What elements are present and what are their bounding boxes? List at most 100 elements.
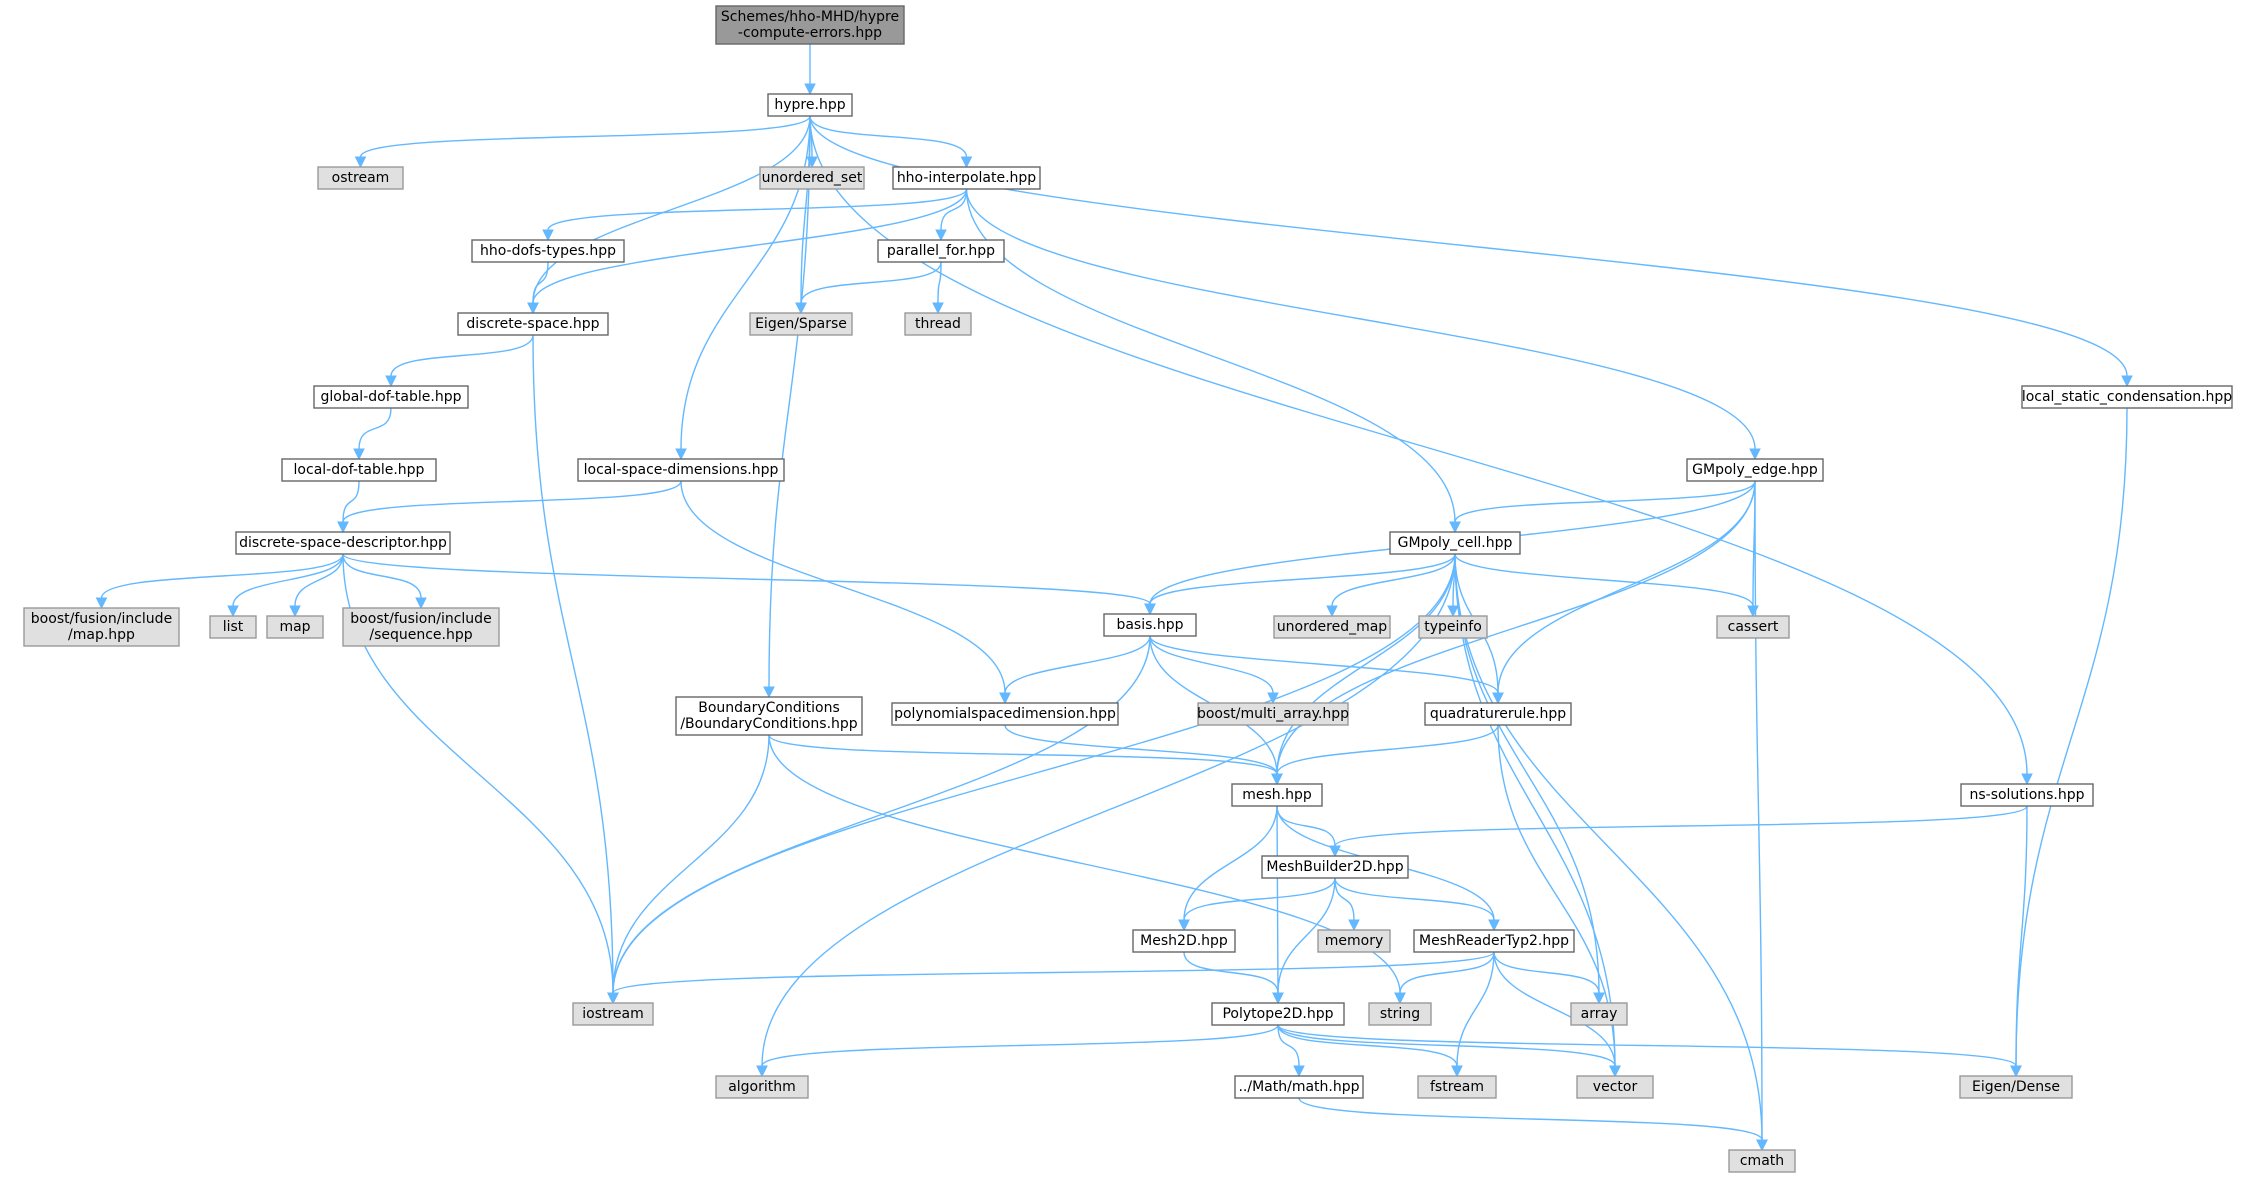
- edge-line: [342, 553, 422, 599]
- node-local-static-condensation[interactable]: local_static_condensation.hpp: [2021, 385, 2233, 409]
- edge-discrete_space_descriptor-to-basis: [342, 553, 1156, 616]
- node-local-space-dims[interactable]: local-space-dimensions.hpp: [577, 458, 785, 482]
- node-discrete-space[interactable]: discrete-space.hpp: [457, 312, 609, 336]
- edge-gmpoly_edge-to-gmpoly_cell: [1449, 480, 1756, 534]
- edge-line: [1277, 1024, 1616, 1067]
- edge-arrowhead: [960, 156, 973, 169]
- node-label: string: [1380, 1006, 1420, 1022]
- node-list[interactable]: list: [209, 615, 257, 639]
- node-discrete-space-descriptor[interactable]: discrete-space-descriptor.hpp: [235, 531, 451, 555]
- node-hho-interpolate[interactable]: hho-interpolate.hpp: [892, 166, 1041, 190]
- node-math[interactable]: ../Math/math.hpp: [1234, 1075, 1364, 1099]
- edge-basis-to-quadrature_rule: [1149, 635, 1504, 705]
- node-eigen-dense[interactable]: Eigen/Dense: [1959, 1075, 2073, 1099]
- node-root[interactable]: Schemes/hho-MHD/hypre-compute-errors.hpp: [715, 5, 905, 45]
- node-label: cassert: [1728, 619, 1779, 635]
- node-map[interactable]: map: [266, 615, 324, 639]
- edge-arrowhead: [2121, 375, 2133, 388]
- node-mesh-builder-2d[interactable]: MeshBuilder2D.hpp: [1261, 855, 1409, 879]
- edge-line: [809, 115, 2128, 377]
- node-basis[interactable]: basis.hpp: [1103, 613, 1197, 637]
- node-hypre[interactable]: hypre.hpp: [767, 93, 853, 117]
- edge-quadrature_rule-to-mesh: [1271, 724, 1499, 786]
- node-box: [1197, 702, 1349, 726]
- edge-basis-to-boost_multi_array: [1149, 635, 1279, 705]
- node-unordered-map[interactable]: unordered_map: [1273, 615, 1391, 639]
- node-label: unordered_map: [1277, 619, 1387, 635]
- edge-arrowhead: [385, 375, 397, 388]
- edge-arrowhead: [763, 686, 775, 699]
- node-parallel-for[interactable]: parallel_for.hpp: [877, 239, 1005, 263]
- edge-arrowhead: [353, 448, 365, 461]
- node-box: [749, 312, 853, 336]
- node-global-dof-table[interactable]: global-dof-table.hpp: [313, 385, 469, 409]
- node-bf-sequence[interactable]: boost/fusion/include/sequence.hpp: [342, 607, 500, 647]
- node-box: [1576, 1075, 1654, 1099]
- edge-arrowhead: [542, 229, 554, 242]
- edge-mesh_builder_2d-to-memory: [1334, 877, 1360, 932]
- edge-line: [532, 334, 614, 994]
- node-label: local-dof-table.hpp: [294, 462, 425, 478]
- node-ns-solutions[interactable]: ns-solutions.hpp: [1960, 783, 2094, 807]
- node-eigen-sparse[interactable]: Eigen/Sparse: [749, 312, 853, 336]
- node-gmpoly-edge[interactable]: GMpoly_edge.hpp: [1686, 458, 1824, 482]
- node-fstream[interactable]: fstream: [1417, 1075, 1497, 1099]
- node-gmpoly-cell[interactable]: GMpoly_cell.hpp: [1389, 531, 1521, 555]
- node-box: [1728, 1149, 1796, 1173]
- edge-discrete_space_descriptor-to-map: [289, 553, 344, 618]
- node-memory[interactable]: memory: [1317, 929, 1391, 953]
- node-array[interactable]: array: [1570, 1002, 1628, 1026]
- edge-ns_solutions-to-eigen_dense: [2010, 805, 2028, 1078]
- node-cassert[interactable]: cassert: [1716, 615, 1790, 639]
- edge-line: [342, 480, 360, 523]
- node-cmath[interactable]: cmath: [1728, 1149, 1796, 1173]
- node-hho-dofs-types[interactable]: hho-dofs-types.hpp: [471, 239, 625, 263]
- edge-line: [1004, 724, 1278, 775]
- node-mesh[interactable]: mesh.hpp: [1231, 783, 1323, 807]
- node-box: [1686, 458, 1824, 482]
- node-thread[interactable]: thread: [904, 312, 972, 336]
- node-polytope-2d[interactable]: Polytope2D.hpp: [1211, 1002, 1345, 1026]
- edge-parallel_for-to-thread: [932, 261, 944, 315]
- node-bf-map[interactable]: boost/fusion/include/map.hpp: [23, 607, 180, 647]
- edge-line: [1334, 805, 2028, 847]
- node-typeinfo[interactable]: typeinfo: [1418, 615, 1488, 639]
- node-label: quadraturerule.hpp: [1430, 706, 1566, 722]
- node-algorithm[interactable]: algorithm: [715, 1075, 809, 1099]
- edge-arrowhead: [1756, 1139, 1768, 1152]
- edge-arrowhead: [1593, 992, 1605, 1005]
- edge-hypre-to-ns_solutions: [809, 115, 2033, 786]
- edge-line: [612, 734, 770, 994]
- node-label: boost/fusion/include: [31, 611, 172, 627]
- edge-arrowhead: [1293, 1065, 1305, 1078]
- node-string[interactable]: string: [1368, 1002, 1432, 1026]
- node-label: GMpoly_cell.hpp: [1398, 535, 1513, 551]
- node-iostream[interactable]: iostream: [572, 1002, 654, 1026]
- edge-local_static_condensation-to-eigen_dense: [2010, 407, 2128, 1078]
- node-boundary-conditions[interactable]: BoundaryConditions/BoundaryConditions.hp…: [675, 696, 863, 736]
- node-ostream[interactable]: ostream: [317, 166, 404, 190]
- edge-line: [1331, 553, 1456, 607]
- edge-arrowhead: [2010, 1065, 2022, 1078]
- node-local-dof-table[interactable]: local-dof-table.hpp: [281, 458, 437, 482]
- node-quadrature-rule[interactable]: quadraturerule.hpp: [1424, 702, 1572, 726]
- node-boost-multi-array[interactable]: boost/multi_array.hpp: [1197, 702, 1349, 726]
- edge-arrowhead: [1609, 1065, 1621, 1078]
- edge-hho_interpolate-to-gmpoly_cell: [965, 188, 1461, 534]
- node-vector[interactable]: vector: [1576, 1075, 1654, 1099]
- node-label: GMpoly_edge.hpp: [1692, 462, 1818, 478]
- node-unordered-set[interactable]: unordered_set: [759, 166, 865, 190]
- edge-line: [1149, 635, 1274, 694]
- edge-line: [1334, 877, 1495, 921]
- edge-arrowhead: [1451, 1065, 1463, 1078]
- edge-line: [1754, 480, 1763, 1141]
- node-mesh-reader-typ2[interactable]: MeshReaderTyp2.hpp: [1413, 929, 1575, 953]
- node-box: [715, 1075, 809, 1099]
- node-polynomial-space-dim[interactable]: polynomialspacedimension.hpp: [891, 702, 1119, 726]
- node-box: [313, 385, 469, 409]
- edge-basis-to-iostream: [607, 635, 1151, 1005]
- edge-line: [390, 334, 534, 377]
- edge-line: [1276, 805, 1279, 994]
- node-mesh-2d[interactable]: Mesh2D.hpp: [1132, 929, 1236, 953]
